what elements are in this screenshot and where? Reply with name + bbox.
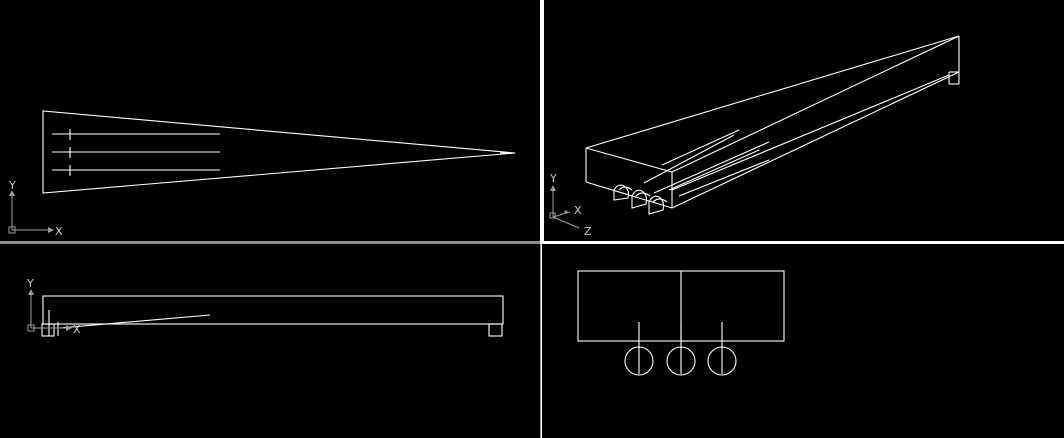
ucs-icon: X Y Z: [549, 172, 592, 238]
viewport-bottom-left[interactable]: X Y: [0, 244, 541, 438]
iso-holes: [613, 184, 668, 215]
isometric-view-drawing: X Y Z: [549, 35, 960, 238]
plan-view-drawing: X Y: [8, 110, 516, 238]
ucs-x-label: X: [55, 225, 63, 238]
iso-wireframe: [585, 35, 960, 209]
ucs-icon: X Y: [8, 179, 63, 238]
viewport-top-left[interactable]: X Y: [0, 0, 541, 241]
front-elevation: [41, 295, 504, 337]
ucs-y-label: Y: [8, 179, 16, 192]
ucs-x-label: X: [73, 323, 81, 336]
ucs-z-label: Z: [584, 225, 592, 238]
side-elevation: [577, 270, 785, 376]
ucs-icon: X Y: [26, 277, 81, 336]
wedge-outline: [42, 110, 516, 194]
ucs-y-label: Y: [549, 172, 557, 185]
slot-lines: [52, 129, 220, 176]
ucs-x-label: X: [574, 204, 582, 217]
viewport-bottom-right[interactable]: [542, 244, 1064, 438]
side-view-drawing: [577, 270, 785, 376]
viewport-divider-horizontal-right[interactable]: [541, 241, 1064, 244]
ucs-y-label: Y: [26, 277, 34, 290]
viewport-divider-vertical[interactable]: [540, 0, 542, 438]
front-view-drawing: X Y: [26, 277, 504, 337]
viewport-divider-horizontal-left[interactable]: [0, 241, 541, 244]
viewport-top-right[interactable]: X Y Z: [542, 0, 1064, 241]
